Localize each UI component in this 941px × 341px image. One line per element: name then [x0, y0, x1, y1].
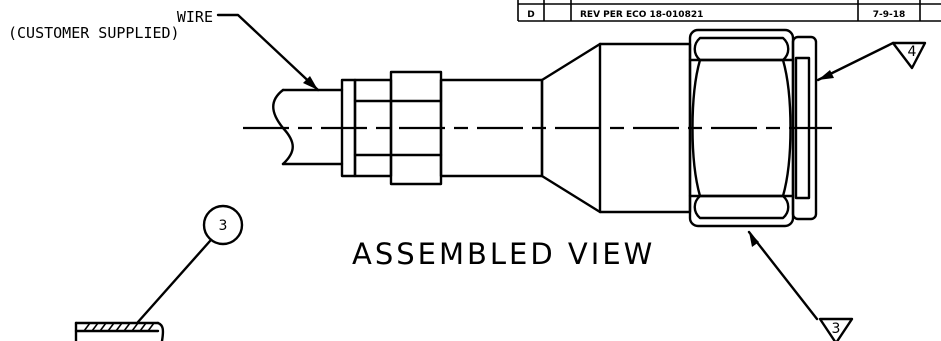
balloon-circle	[202, 204, 244, 246]
revision-letter: D	[527, 10, 534, 20]
revision-description: REV PER ECO 18-010821	[580, 10, 703, 20]
flag-3-arrowhead	[749, 232, 759, 247]
sleeve-partial-view	[74, 321, 165, 341]
item-balloon-3: 3	[136, 204, 244, 324]
wire-leader-line	[216, 13, 320, 92]
wire-label-group: WIRE (CUSTOMER SUPPLIED)	[8, 8, 320, 92]
flag-3-number: 3	[832, 321, 841, 337]
revision-date: 7-9-18	[873, 10, 906, 20]
flag-4-triangle	[891, 41, 927, 70]
revision-table: D REV PER ECO 18-010821 7-9-18	[517, 0, 941, 22]
flag-4-arrowhead	[818, 70, 834, 80]
wire-label-subtitle: (CUSTOMER SUPPLIED)	[8, 24, 180, 42]
flag-note-4: 4	[816, 41, 927, 82]
flag-4-number: 4	[908, 44, 917, 60]
wire-leader-arrowhead	[303, 76, 318, 90]
flag-3-triangle	[818, 317, 854, 341]
flag-note-3: 3	[747, 230, 854, 341]
wire-label: WIRE	[177, 8, 213, 26]
balloon-number: 3	[219, 218, 228, 234]
flag-3-leader	[747, 230, 819, 321]
view-title: ASSEMBLED VIEW	[352, 237, 655, 271]
balloon-leader	[136, 239, 212, 324]
